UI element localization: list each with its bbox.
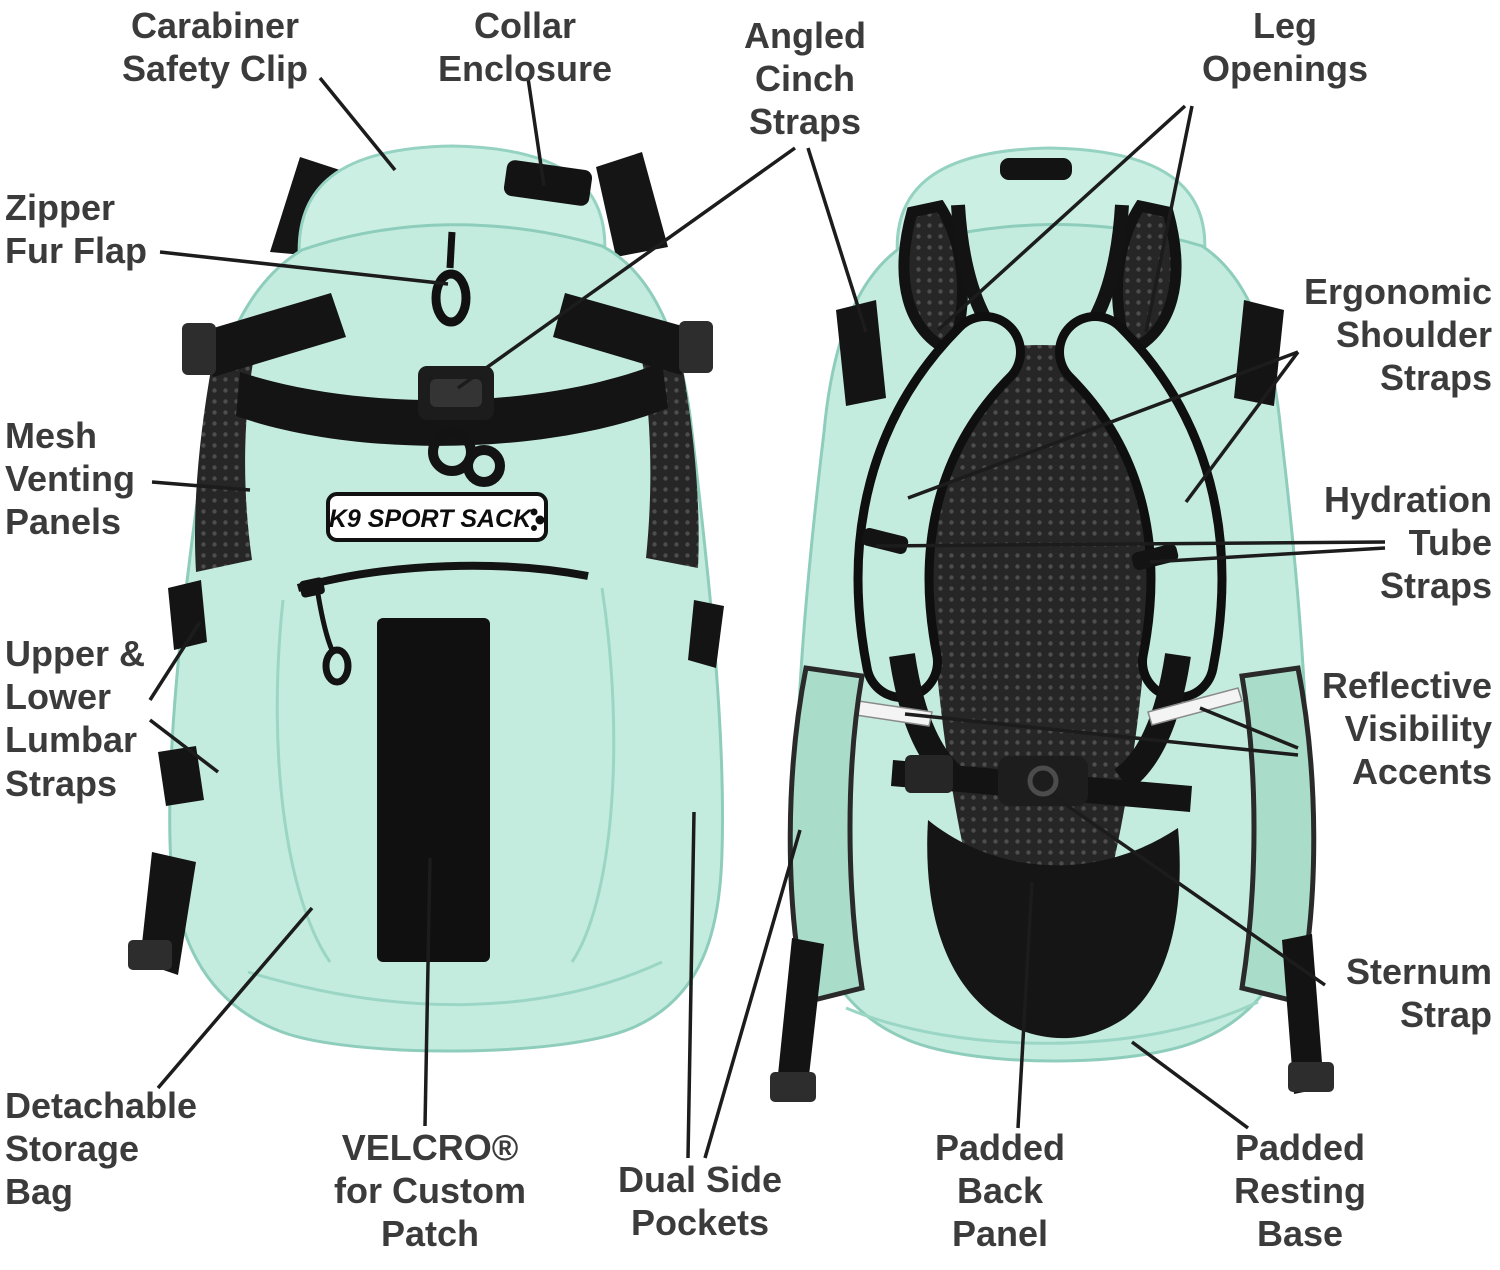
ergonomic-shoulder-straps — [853, 312, 1227, 791]
top-handle — [1000, 158, 1072, 180]
angled-cinch-straps-front — [182, 293, 713, 377]
label-upper-lower-lumbar-straps: Upper & Lower Lumbar Straps — [5, 633, 146, 804]
label-zipper-fur-flap: Zipper Fur Flap — [5, 187, 147, 272]
leader-resting-base — [1130, 1040, 1250, 1130]
label-hydration-tube-straps: Hydration Tube Straps — [1323, 479, 1492, 607]
leader-sternum — [1051, 793, 1326, 987]
leg-openings — [898, 199, 1182, 360]
label-reflective-visibility-accents: Reflective Visibility Accents — [1321, 665, 1492, 793]
leader-lumbar-upper — [148, 621, 202, 701]
leader-back-panel — [1016, 881, 1034, 1129]
label-mesh-venting-panels: Mesh Venting Panels — [5, 415, 136, 543]
leader-leg-left — [936, 104, 1187, 332]
label-velcro-custom-patch: VELCRO® for Custom Patch — [334, 1127, 526, 1255]
leader-lines — [148, 76, 1386, 1159]
front-right-strap-stub — [596, 152, 668, 257]
leader-pocket-front — [686, 811, 696, 1159]
sternum-strap — [891, 755, 1192, 812]
angled-cinch-straps-back — [836, 300, 1284, 406]
leader-leg-right — [1144, 105, 1194, 333]
leader-pocket-back — [703, 829, 802, 1159]
leader-reflective-left — [904, 712, 1299, 757]
leader-mesh — [151, 480, 251, 492]
label-ergonomic-shoulder-straps: Ergonomic Shoulder Straps — [1303, 271, 1492, 399]
brand-patch-text: K9 SPORT SACK — [329, 505, 533, 533]
carabiner-safety-clip — [431, 231, 471, 327]
padded-resting-base — [845, 1000, 1259, 1045]
velcro-panel — [377, 618, 490, 962]
leader-zipper-flap — [159, 250, 449, 286]
leader-hydration-left — [875, 540, 1386, 548]
back-backpack-illustration — [770, 146, 1334, 1102]
brand-patch: K9 SPORT SACK — [326, 492, 548, 542]
label-detachable-storage-bag: Detachable Storage Bag — [5, 1085, 198, 1213]
d-rings — [428, 428, 505, 487]
leader-hydration-right — [1149, 546, 1386, 564]
front-seam-lines — [247, 587, 663, 1007]
padded-back-panel — [927, 820, 1180, 1039]
leader-shoulder-right — [1184, 350, 1300, 504]
label-padded-back-panel: Padded Back Panel — [934, 1127, 1066, 1255]
label-sternum-strap: Sternum Strap — [1345, 951, 1492, 1036]
collar-enclosure-buckle — [503, 160, 593, 206]
leader-shoulder-left — [907, 350, 1299, 500]
leader-storage — [156, 906, 314, 1090]
bottom-hanging-straps — [770, 934, 1334, 1102]
leader-cinch-back — [806, 147, 868, 333]
label-angled-cinch-straps: Angled Cinch Straps — [744, 15, 866, 143]
lumbar-straps — [128, 580, 724, 975]
leader-carabiner — [318, 76, 397, 172]
leader-collar — [526, 77, 546, 187]
leader-cinch-front — [456, 146, 797, 390]
cinch-strap-buckle — [418, 366, 494, 420]
leader-lumbar-lower — [148, 718, 220, 774]
front-pocket-zipper — [296, 561, 589, 686]
label-dual-side-pockets: Dual Side Pockets — [617, 1159, 783, 1244]
front-backpack-illustration: K9 SPORT SACK — [128, 144, 725, 1053]
label-carabiner-safety-clip: Carabiner Safety Clip — [121, 5, 309, 90]
label-leg-openings: Leg Openings — [1201, 5, 1368, 90]
label-collar-enclosure: Collar Enclosure — [437, 5, 613, 90]
label-padded-resting-base: Padded Resting Base — [1233, 1127, 1366, 1255]
leader-reflective-right — [1199, 706, 1299, 750]
leader-velcro — [423, 857, 432, 1127]
